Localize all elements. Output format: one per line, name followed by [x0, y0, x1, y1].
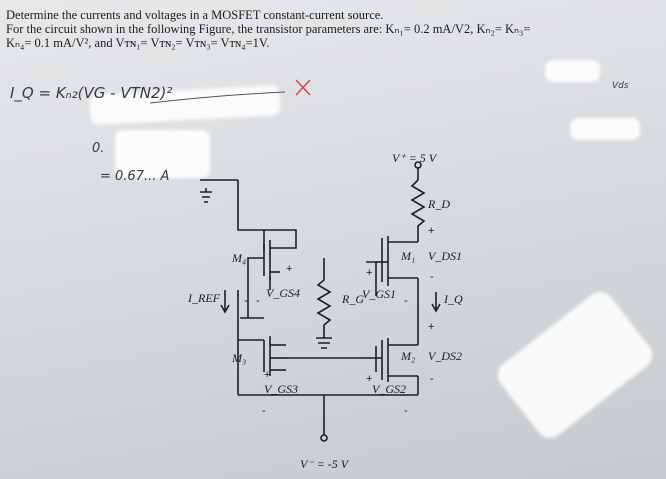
rg-label: R_G: [341, 292, 364, 306]
m4-label: M₄: [231, 251, 246, 265]
vgs4-plus: +: [286, 263, 292, 275]
vgs4-minus: -: [256, 295, 260, 307]
iq-label: I_Q: [443, 292, 463, 306]
problem-line-2: For the circuit shown in the following F…: [6, 22, 531, 36]
problem-line-1: Determine the currents and voltages in a…: [6, 8, 384, 22]
vds1-label: V_DS1: [428, 249, 462, 263]
vgs2-minus: -: [404, 405, 408, 417]
vds1-plus: +: [428, 225, 434, 237]
whiteout-smudge: [570, 118, 640, 140]
vgs3-minus: -: [262, 405, 266, 417]
vgs1-label: V_GS1: [362, 287, 396, 301]
vplus-label: V⁺ = 5 V: [392, 151, 438, 165]
problem-line-3: Kₙ₄= 0.1 mA/V², and Vᴛɴ₁= Vᴛɴ₂= Vᴛɴ₃= Vᴛ…: [6, 36, 270, 50]
vds2-label: V_DS2: [428, 349, 462, 363]
vds2-minus: -: [430, 373, 434, 385]
vgs1-minus: -: [404, 295, 408, 307]
vgs4-label: V_GS4: [266, 286, 300, 300]
m3-label: M₃: [231, 351, 246, 365]
vminus-label: V⁻ = -5 V: [300, 457, 350, 471]
vds2-plus: +: [428, 321, 434, 333]
whiteout-smudge: [545, 60, 600, 82]
iref-minus: -: [244, 295, 248, 307]
handwritten-corner-label: Vds: [612, 81, 629, 91]
handwritten-equation-3: = 0.67... A: [100, 169, 169, 184]
whiteout-smudge: [115, 130, 210, 178]
vgs3-label: V_GS3: [264, 382, 298, 396]
vgs3-plus: +: [264, 369, 270, 381]
handwritten-equation-2: 0.: [92, 141, 104, 156]
iref-label: I_REF: [187, 291, 221, 305]
vgs1-plus: +: [366, 267, 372, 279]
vgs2-label: V_GS2: [372, 382, 406, 396]
m2-label: M₂: [400, 349, 415, 363]
handwritten-equation-1: I_Q = Kₙ₂(VG - VTN2)²: [10, 84, 172, 103]
rd-label: R_D: [427, 197, 450, 211]
problem-statement: Determine the currents and voltages in a…: [6, 8, 660, 50]
m1-label: M₁: [400, 249, 415, 263]
vds1-minus: -: [430, 271, 434, 283]
vgs2-plus: +: [366, 373, 372, 385]
